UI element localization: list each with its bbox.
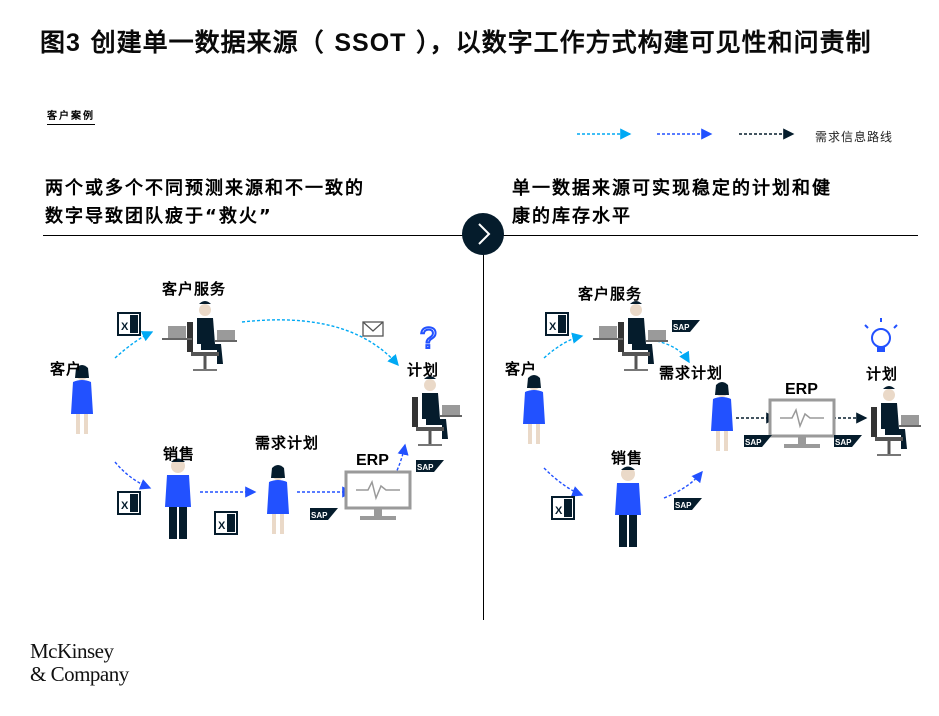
legend-arrows <box>577 128 795 140</box>
right-planning-label: 计划 <box>866 365 899 383</box>
right-diagram: X X SAP SAP SAP SAP <box>523 299 923 547</box>
demand-figure <box>267 465 289 534</box>
erp-monitor-icon <box>344 470 412 522</box>
legend-label: 需求信息路线 <box>815 130 894 144</box>
service-figure <box>162 299 239 372</box>
sap-logo-icon: SAP <box>310 508 338 520</box>
svg-text:X: X <box>121 321 129 333</box>
svg-text:X: X <box>218 520 226 532</box>
left-diagram: ? X X X SAP SAP <box>71 299 464 539</box>
arrow-service-to-planning <box>241 319 399 367</box>
left-demand-label: 需求计划 <box>255 434 320 452</box>
svg-text:SAP: SAP <box>675 501 692 510</box>
svg-text:X: X <box>549 321 557 333</box>
excel-icon: X <box>214 511 238 535</box>
chevron-right-icon <box>478 223 491 245</box>
arrow-customer-to-service <box>114 331 154 359</box>
svg-text:X: X <box>121 500 129 512</box>
left-sales-label: 销售 <box>163 445 196 463</box>
mckinsey-logo: McKinsey & Company <box>30 639 129 686</box>
case-label: 客户案例 <box>47 107 95 125</box>
left-planning-label: 计划 <box>407 361 440 379</box>
sap-logo-icon: SAP <box>674 498 702 510</box>
excel-icon: X <box>117 312 141 336</box>
arrow-customer-to-service <box>543 332 584 359</box>
svg-text:SAP: SAP <box>673 323 690 332</box>
sales-figure <box>165 458 191 539</box>
right-demand-label: 需求计划 <box>659 364 724 382</box>
question-icon: ? <box>420 322 437 355</box>
planning-figure <box>869 384 923 457</box>
excel-icon: X <box>551 496 575 520</box>
mail-icon <box>362 321 384 337</box>
left-service-label: 客户服务 <box>162 280 227 298</box>
left-panel-heading: 两个或多个不同预测来源和不一致的 数字导致团队疲于“救火” <box>45 178 365 227</box>
excel-icon: X <box>545 312 569 336</box>
svg-text:SAP: SAP <box>417 463 434 472</box>
sap-logo-icon: SAP <box>834 435 862 447</box>
right-customer-label: 客户 <box>505 360 538 378</box>
sap-logo-icon: SAP <box>416 460 444 472</box>
vertical-divider <box>483 235 484 620</box>
svg-text:SAP: SAP <box>311 511 328 520</box>
excel-icon: X <box>117 491 141 515</box>
lightbulb-icon <box>864 318 898 352</box>
arrow-customer-to-sales <box>543 467 584 497</box>
right-panel-heading: 单一数据来源可实现稳定的计划和健 康的库存水平 <box>512 178 832 227</box>
right-sales-label: 销售 <box>611 449 644 467</box>
customer-figure <box>523 375 545 444</box>
sap-logo-icon: SAP <box>744 435 772 447</box>
service-figure <box>593 299 670 372</box>
right-service-label: 客户服务 <box>578 285 643 303</box>
right-erp-label: ERP <box>785 381 818 398</box>
erp-monitor-icon <box>768 398 836 450</box>
sap-logo-icon: SAP <box>672 320 700 332</box>
arrow-customer-to-sales <box>114 461 152 490</box>
demand-figure <box>711 382 733 451</box>
left-erp-label: ERP <box>356 452 389 469</box>
sales-figure <box>615 466 641 547</box>
left-customer-label: 客户 <box>50 360 83 378</box>
svg-text:SAP: SAP <box>835 438 852 447</box>
arrow-sales-to-demand <box>663 470 703 499</box>
page-title: 图3 创建单一数据来源（ SSOT ），以数字工作方式构建可见性和问责制 <box>40 28 872 57</box>
svg-text:X: X <box>555 505 563 517</box>
svg-text:SAP: SAP <box>745 438 762 447</box>
planning-figure <box>410 374 464 447</box>
next-chevron-button[interactable] <box>461 212 505 256</box>
arrow-service-to-demand <box>651 339 690 364</box>
